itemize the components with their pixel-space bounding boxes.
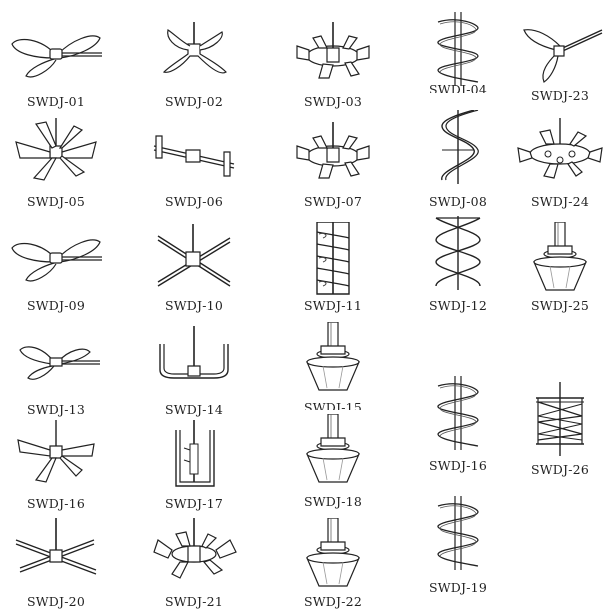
impeller-item: SWDJ-01 [6,18,106,109]
helical-ribbon-screw-icon [437,12,479,86]
item-code: SWDJ-12 [429,298,487,313]
helical-cage-icon [510,382,610,456]
item-code: SWDJ-25 [531,298,589,313]
impeller-item: SWDJ-18 [283,414,383,509]
two-blade-propeller-icon [510,12,610,86]
impeller-item: SWDJ-20 [6,518,106,609]
item-code: SWDJ-03 [304,94,362,109]
pitched-blade-turbine-icon [6,118,106,192]
impeller-item: SWDJ-07 [283,118,383,209]
impeller-item: SWDJ-09 [6,222,106,313]
impeller-item: SWDJ-11 [283,222,383,313]
double-helical-ribbon-icon [408,216,508,290]
cone-dispersing-icon [533,222,587,291]
cone-dispersing-icon [306,414,360,483]
disc-turbine-icon [296,21,370,79]
impeller-item: SWDJ-06 [144,118,244,209]
helical-screw-icon [437,376,479,450]
item-code: SWDJ-21 [165,594,223,609]
item-code: SWDJ-20 [27,594,85,609]
impeller-item: SWDJ-08 [408,110,508,209]
item-code: SWDJ-06 [165,194,223,209]
helical-ribbon-icon [408,110,508,184]
anchor-icon [144,326,244,400]
impeller-item: SWDJ-22 [283,518,383,609]
propeller-icon [6,326,106,400]
item-code: SWDJ-13 [27,402,85,417]
impeller-item: SWDJ-15 [283,322,383,412]
disc-turbine-icon [296,121,370,179]
item-code: SWDJ-26 [531,462,589,477]
item-code: SWDJ-07 [304,194,362,209]
three-blade-propeller-icon [11,239,103,282]
item-code: SWDJ-08 [429,194,487,209]
impeller-item: SWDJ-12 [408,216,508,313]
impeller-item: SWDJ-03 [283,18,383,109]
impeller-item: SWDJ-02 [144,18,244,109]
impeller-item: SWDJ-16 [6,420,106,511]
impeller-item: SWDJ-19 [408,496,508,595]
item-code: SWDJ-19 [429,580,487,595]
impeller-item: SWDJ-17 [144,420,244,511]
item-code: SWDJ-11 [304,298,362,313]
cone-dispersing-icon [306,518,360,587]
curved-disc-turbine-icon [510,118,610,192]
impeller-item: SWDJ-14 [144,326,244,417]
impeller-item: SWDJ-13 [6,326,106,417]
impeller-item: SWDJ-23 [510,12,610,103]
marine-propeller-icon [11,35,103,78]
item-code: SWDJ-16 [27,496,85,511]
item-code: SWDJ-22 [304,594,362,609]
item-code: SWDJ-14 [165,402,223,417]
item-code: SWDJ-10 [165,298,223,313]
impeller-item: SWDJ-24 [510,118,610,209]
item-code: SWDJ-15 [304,400,362,415]
frame-screw-icon [283,222,383,296]
four-blade-paddle-icon [144,222,244,296]
paddle-icon [153,135,235,177]
impeller-item: SWDJ-05 [6,118,106,209]
item-code: SWDJ-04 [429,82,487,97]
pitched-blade-icon [6,420,106,494]
cone-dispersing-icon [306,322,360,391]
item-code: SWDJ-24 [531,194,589,209]
curved-blade-turbine-icon [144,18,244,92]
two-blade-paddle-icon [6,518,106,592]
helical-screw-icon [437,496,479,570]
impeller-item: SWDJ-10 [144,222,244,313]
impeller-item: SWDJ-25 [510,222,610,313]
item-code: SWDJ-01 [27,94,85,109]
impeller-item: SWDJ-16 [408,376,508,473]
serrated-disc-icon [144,518,244,592]
item-code: SWDJ-02 [165,94,223,109]
impeller-item: SWDJ-04 [408,12,508,102]
item-code: SWDJ-05 [27,194,85,209]
impeller-item: SWDJ-26 [510,382,610,477]
gate-frame-icon [144,420,244,494]
impeller-item: SWDJ-21 [144,518,244,609]
item-code: SWDJ-17 [165,496,223,511]
item-code: SWDJ-18 [304,494,362,509]
item-code: SWDJ-23 [531,88,589,103]
item-code: SWDJ-16 [429,458,487,473]
item-code: SWDJ-09 [27,298,85,313]
